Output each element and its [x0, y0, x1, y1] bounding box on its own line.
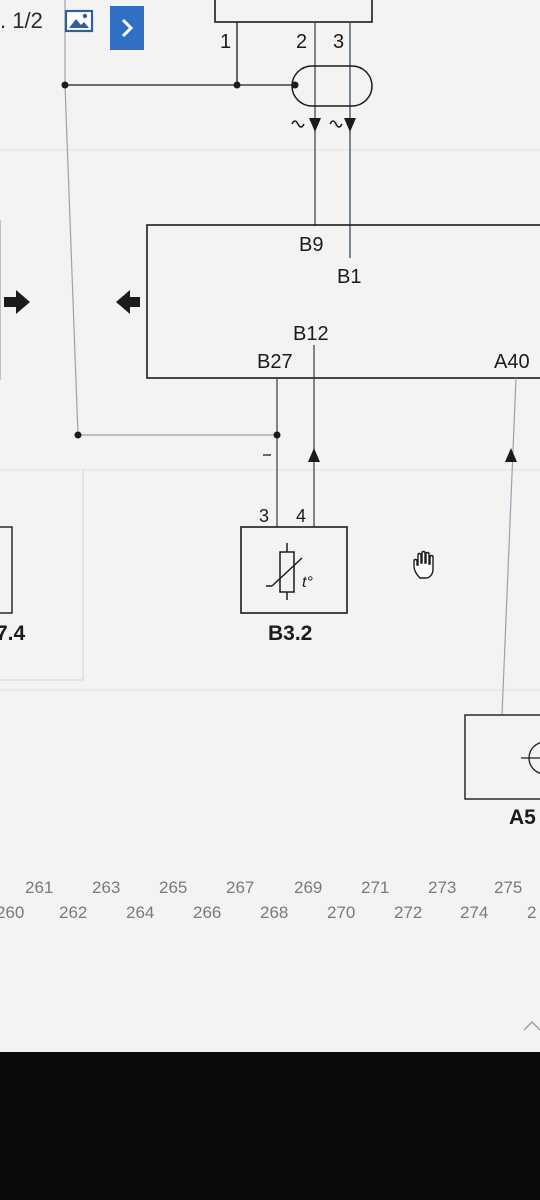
sensor-pin-3: 3	[259, 506, 269, 526]
chevron-right-icon	[121, 18, 134, 38]
next-page-button[interactable]	[110, 6, 144, 50]
ruler-number: 273	[428, 878, 456, 897]
ruler-number: 262	[59, 903, 87, 922]
pin-label-a40: A40	[494, 351, 530, 373]
page-indicator: . 1/2	[0, 8, 43, 33]
junction-dot	[61, 81, 69, 89]
viewer-toolbar: . 1/2	[0, 0, 170, 52]
ruler-number: 261	[25, 878, 53, 897]
ruler-number: 266	[193, 903, 221, 922]
arrow-up-icon	[308, 448, 320, 462]
arrow-up-icon	[505, 448, 517, 462]
pin-label-b12: B12	[293, 323, 329, 345]
temperature-mark: t°	[302, 574, 313, 591]
junction-dot	[273, 431, 281, 439]
left-component-label: 7.4	[0, 622, 26, 645]
connector-pin-1: 1	[220, 31, 231, 53]
arrow-left-icon	[116, 290, 140, 314]
ruler-number: 270	[327, 903, 355, 922]
pin-label-b1: B1	[337, 266, 361, 288]
ruler-number: 268	[260, 903, 288, 922]
hand-cursor-icon	[413, 550, 434, 579]
wiring-diagram: 1 2 3 B9 B1 B12 B27 A40 3 4 t° B3.2 7.4 …	[0, 0, 540, 1031]
shield-icon	[291, 65, 373, 107]
ruler-number: 272	[394, 903, 422, 922]
sensor-label: B3.2	[268, 622, 312, 645]
ruler-number: 275	[494, 878, 522, 897]
connector-pin-2: 2	[296, 31, 307, 53]
wire-a40	[501, 377, 517, 716]
junction-dot	[291, 81, 299, 89]
arrow-down-icon	[344, 118, 356, 132]
pin-label-b27: B27	[257, 351, 293, 373]
ruler-number: 267	[226, 878, 254, 897]
scroll-up-icon[interactable]	[523, 1021, 540, 1031]
ruler-number: 271	[361, 878, 389, 897]
signal-icon	[291, 120, 343, 128]
diagram-viewer: 1 2 3 B9 B1 B12 B27 A40 3 4 t° B3.2 7.4 …	[0, 0, 540, 1052]
ruler-number: 263	[92, 878, 120, 897]
control-unit-box	[146, 224, 540, 379]
connector-pin-3: 3	[333, 31, 344, 53]
monitor-bezel	[0, 1052, 540, 1200]
junction-dot	[74, 431, 82, 439]
arrow-down-icon	[309, 118, 321, 132]
right-component-label: A5	[509, 806, 536, 829]
sensor-pin-4: 4	[296, 506, 306, 526]
image-icon[interactable]	[64, 6, 94, 36]
ruler-number: 265	[159, 878, 187, 897]
ruler-number: 2	[527, 903, 536, 922]
thermistor-icon	[266, 543, 303, 600]
pin-label-b9: B9	[299, 234, 323, 256]
ruler-number: 264	[126, 903, 154, 922]
left-bus-line-lower	[64, 84, 79, 436]
left-component-box	[0, 526, 13, 614]
ruler-number: 269	[294, 878, 322, 897]
ruler-number: 274	[460, 903, 488, 922]
sensor-box	[240, 526, 348, 614]
column-ruler: 261 263 265 267 269 271 273 275 260 262 …	[0, 878, 536, 922]
grid-lines	[0, 149, 540, 691]
ruler-number: 260	[0, 903, 24, 922]
right-component-box	[464, 714, 540, 800]
arrow-right-icon	[4, 290, 30, 314]
top-connector-box	[214, 0, 373, 23]
